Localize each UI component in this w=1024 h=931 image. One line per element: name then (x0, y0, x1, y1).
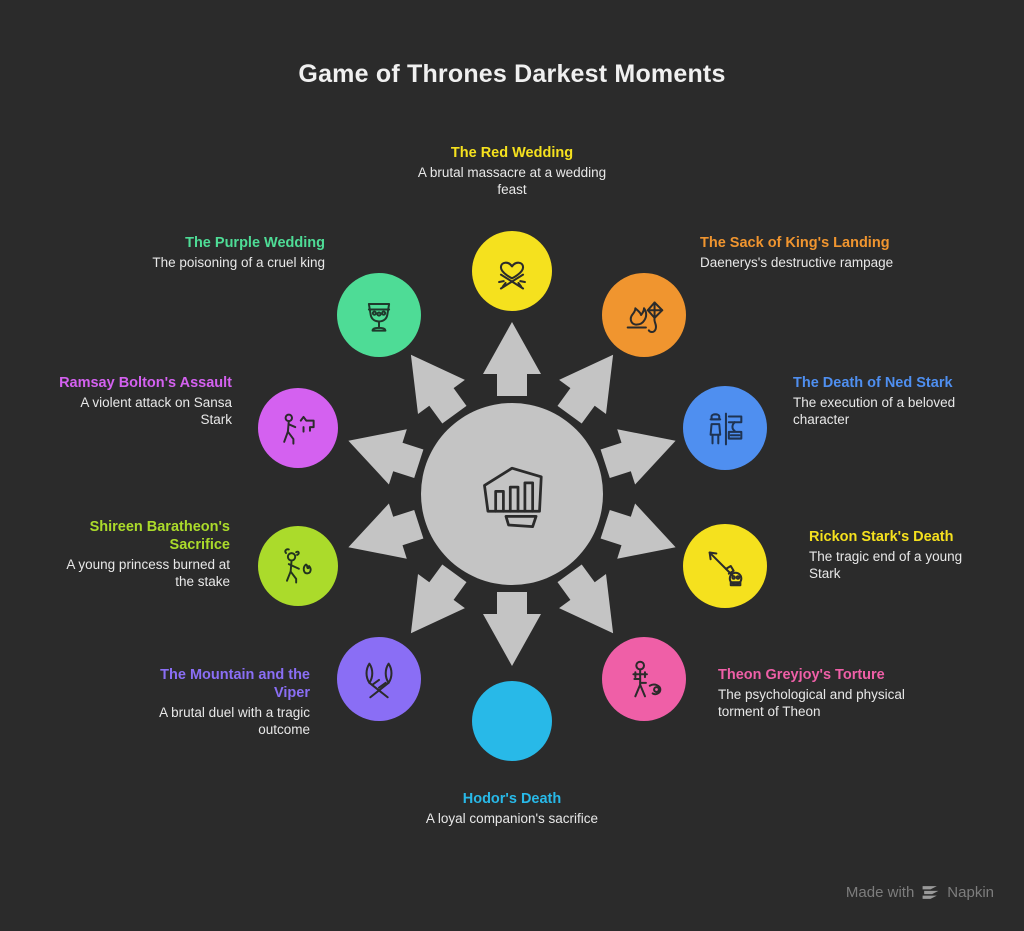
label-red-wedding: The Red Wedding A brutal massacre at a w… (412, 144, 612, 198)
node-shireen-baratheon-sacrifice[interactable] (258, 526, 338, 606)
label-shireen-baratheon-sacrifice: Shireen Baratheon's Sacrifice A young pr… (52, 518, 230, 590)
arrow-hodor-death (483, 592, 541, 666)
arrow-mountain-and-viper (410, 564, 467, 634)
label-desc: A violent attack on Sansa Stark (80, 395, 232, 427)
arrow-theon-greyjoy-torture (557, 564, 614, 634)
heart-crossed-swords-icon (498, 261, 526, 290)
label-title: The Mountain and the Viper (160, 667, 310, 701)
label-title: The Sack of King's Landing (700, 235, 890, 251)
watermark: Made with Napkin (846, 884, 994, 901)
central-hub (421, 403, 603, 585)
label-title: Shireen Baratheon's Sacrifice (89, 519, 230, 553)
crossed-spears-icon (365, 662, 393, 699)
label-title: The Red Wedding (450, 145, 574, 161)
napkin-logo-icon (922, 886, 939, 899)
arrow-sack-kings-landing (557, 354, 614, 424)
node-theon-greyjoy-torture[interactable] (602, 637, 686, 721)
fist-icon (483, 466, 543, 529)
node-sack-kings-landing[interactable] (602, 273, 686, 357)
label-hodor-death: Hodor's Death A loyal companion's sacrif… (412, 790, 612, 827)
label-title: Hodor's Death (462, 791, 562, 807)
arrow-rickon-stark-death (600, 503, 676, 559)
label-desc: Daenerys's destructive rampage (700, 255, 894, 270)
label-desc: A brutal massacre at a wedding feast (417, 165, 607, 197)
label-title: The Purple Wedding (185, 235, 325, 251)
arrow-red-wedding (483, 322, 541, 396)
executioner-block-icon (709, 412, 743, 446)
watermark-made-with: Made with (845, 884, 915, 901)
label-mountain-and-viper: The Mountain and the Viper A brutal duel… (130, 666, 310, 738)
label-title: The Death of Ned Stark (793, 375, 953, 391)
label-desc: A loyal companion's sacrifice (425, 811, 599, 826)
watermark-brand: Napkin (947, 884, 994, 901)
person-fleeing-dog-icon (283, 413, 315, 445)
label-sack-kings-landing: The Sack of King's Landing Daenerys's de… (700, 234, 895, 271)
node-death-of-ned-stark[interactable] (683, 386, 767, 470)
arrow-ramsay-bolton-assault (348, 429, 424, 485)
label-desc: A young princess burned at the stake (66, 557, 230, 589)
label-rickon-stark-death: Rickon Stark's Death The tragic end of a… (809, 528, 991, 582)
arrow-skull-icon (708, 551, 743, 587)
label-desc: A brutal duel with a tragic outcome (159, 705, 310, 737)
label-title: Ramsay Bolton's Assault (59, 375, 232, 391)
label-desc: The poisoning of a cruel king (152, 255, 325, 270)
burning-child-icon (284, 548, 312, 584)
arrow-purple-wedding (410, 354, 467, 424)
label-desc: The execution of a beloved character (793, 395, 956, 427)
label-title: Rickon Stark's Death (809, 529, 954, 545)
arrow-shireen-baratheon-sacrifice (348, 503, 424, 559)
node-purple-wedding[interactable] (337, 273, 421, 357)
label-death-of-ned-stark: The Death of Ned Stark The execution of … (793, 374, 983, 428)
door-holder-icon (489, 698, 535, 744)
label-theon-greyjoy-torture: Theon Greyjoy's Torture The psychologica… (718, 666, 908, 720)
node-red-wedding[interactable] (472, 231, 552, 311)
node-hodor-death[interactable] (472, 681, 552, 761)
node-ramsay-bolton-assault[interactable] (258, 388, 338, 468)
label-ramsay-bolton-assault: Ramsay Bolton's Assault A violent attack… (46, 374, 232, 428)
fire-kite-icon (626, 301, 664, 334)
label-desc: The tragic end of a young Stark (809, 549, 963, 581)
page-title: Game of Thrones Darkest Moments (298, 60, 726, 88)
label-title: Theon Greyjoy's Torture (718, 667, 885, 683)
node-rickon-stark-death[interactable] (683, 524, 767, 608)
arrow-death-of-ned-stark (600, 429, 676, 485)
label-desc: The psychological and physical torment o… (718, 687, 905, 719)
label-purple-wedding: The Purple Wedding The poisoning of a cr… (135, 234, 325, 271)
tortured-figure-icon (632, 660, 662, 698)
node-mountain-and-viper[interactable] (337, 637, 421, 721)
goblet-icon (367, 302, 391, 332)
